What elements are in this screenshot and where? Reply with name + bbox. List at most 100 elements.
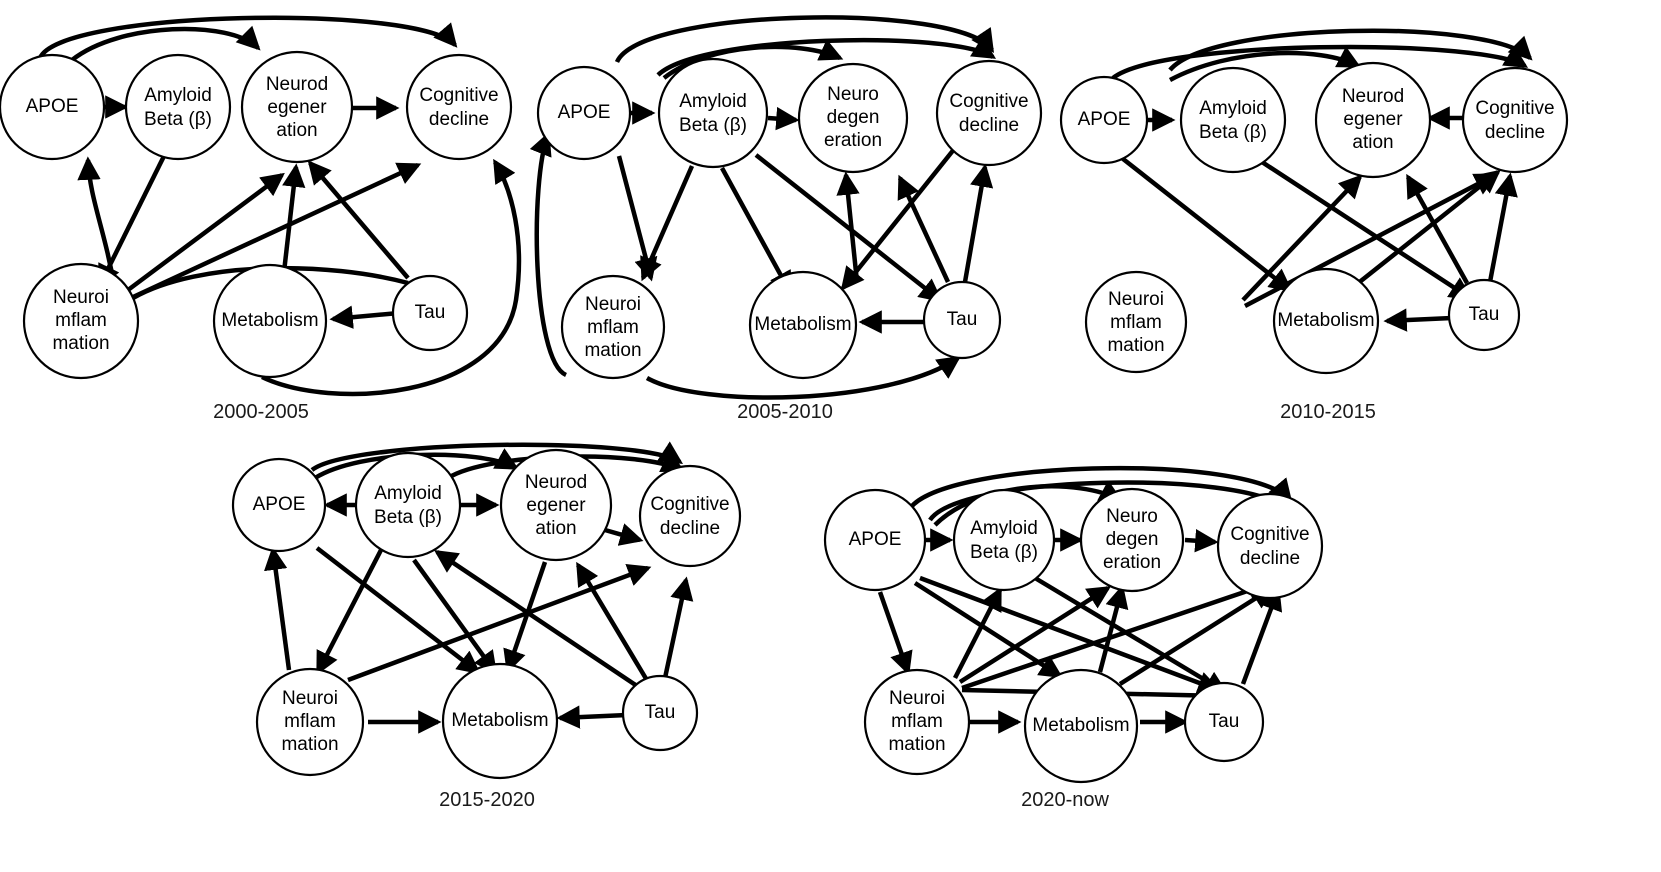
edge-abeta-neurodeg	[767, 106, 800, 131]
edge-neuroinf-cognitive	[961, 579, 1272, 691]
edge-apoe-cognitive	[37, 15, 458, 60]
edge-neuroinf-cognitive	[1243, 173, 1499, 308]
node-apoe[interactable]: APOE	[823, 488, 927, 592]
edge-metabolism-neurodeg	[1097, 584, 1129, 673]
panel-2010-2015: APOE Amyloid Beta (β) Neurod egener atio…	[1059, 28, 1569, 423]
edge-abeta-metabolism	[412, 558, 498, 675]
edge-neuroinf-neurodeg	[126, 172, 285, 292]
panel-2005-2010: APOE Amyloid Beta (β) Neuro degen eratio…	[529, 15, 1043, 423]
edge-neuroinf-apoe	[264, 546, 292, 671]
panel-2000-2005: APOE Amyloid Beta (β) Neurod egener atio…	[0, 15, 522, 423]
edge-neuroinf-tau	[645, 355, 961, 400]
node-neuroinf[interactable]: Neuroi mflam mation	[255, 667, 365, 777]
edge-cognitive-metabolism	[840, 146, 957, 291]
edge-tau-neurodeg	[576, 561, 650, 684]
node-neurodeg[interactable]: Neuro degen eration	[1079, 487, 1185, 593]
node-neuroinf[interactable]: Neuroi mflam mation	[560, 274, 666, 380]
edge-abeta-tau	[754, 153, 943, 303]
edge-tau-neurodeg	[307, 160, 410, 280]
node-metabolism[interactable]: Metabolism	[212, 263, 328, 379]
panel-2015-2020: APOE Amyloid Beta (β) Neurod egener atio…	[231, 441, 742, 811]
edge-tau-abeta	[434, 549, 645, 692]
edge-neuroinf-neurodeg	[958, 586, 1112, 684]
edge-tau-cognitive	[962, 163, 994, 283]
edge-abeta-tau	[1033, 576, 1229, 694]
node-apoe[interactable]: APOE	[0, 53, 106, 161]
node-neuroinf[interactable]: Neuroi mflam mation	[22, 262, 140, 380]
edge-left-return-apoe	[529, 131, 568, 378]
node-tau[interactable]: Tau	[1183, 681, 1265, 763]
edge-tau-metabolism	[329, 305, 400, 329]
edge-apoe-neuroinf	[616, 155, 658, 282]
node-metabolism[interactable]: Metabolism	[1272, 267, 1380, 375]
edge-tau-cognitive	[1487, 172, 1518, 283]
edge-abeta-tau	[1260, 160, 1474, 300]
edge-apoe-cognitive	[905, 465, 1293, 514]
edge-apoe-metabolism	[1116, 153, 1293, 293]
node-neuroinf[interactable]: Neuroi mflam mation	[863, 668, 971, 776]
edge-apoe-neurodeg	[70, 25, 261, 62]
nodes-2015-2020: APOE Amyloid Beta (β) Neurod egener atio…	[231, 448, 742, 780]
panel-caption-2020-now: 2020-now	[1021, 789, 1109, 811]
node-apoe[interactable]: APOE	[536, 65, 632, 161]
edge-neurodeg-metabolism	[503, 561, 548, 674]
edge-apoe-neurodeg	[662, 39, 844, 80]
node-abeta[interactable]: Amyloid Beta (β)	[354, 451, 462, 559]
edge-neurodeg-cognitive	[1184, 529, 1219, 553]
edge-tau-metabolism	[1383, 308, 1453, 332]
edge-apoe-tau	[919, 575, 1222, 694]
nodes-2005-2010: APOE Amyloid Beta (β) Neuro degen eratio…	[536, 57, 1043, 380]
edge-neuroinf-apoe	[77, 156, 118, 291]
node-apoe[interactable]: APOE	[1059, 75, 1149, 165]
edge-abeta-metabolism	[720, 166, 792, 296]
edge-abeta-neuroinf	[640, 165, 695, 282]
node-neurodeg[interactable]: Neuro degen eration	[797, 62, 909, 174]
edge-tau-neurodeg	[1406, 173, 1469, 285]
panel-2020-now: APOE Amyloid Beta (β) Neuro degen eratio…	[823, 465, 1324, 811]
edges-2000-2005	[37, 15, 522, 397]
edge-apoe-metabolism	[315, 546, 481, 675]
node-abeta[interactable]: Amyloid Beta (β)	[124, 53, 232, 161]
edge-metabolism-cognitive-loop	[261, 158, 522, 397]
edge-neuroinf-neurodeg	[1241, 174, 1363, 302]
edge-tau-cognitive	[662, 576, 694, 679]
edge-apoe-cognitive	[310, 441, 684, 472]
panel-caption-2010-2015: 2010-2015	[1280, 401, 1376, 423]
edges-2005-2010	[529, 15, 997, 400]
edge-apoe-neurodeg	[933, 480, 1124, 527]
panel-caption-2005-2010: 2005-2010	[737, 401, 833, 423]
node-cognitive[interactable]: Cognitive decline	[1461, 66, 1569, 174]
node-tau[interactable]: Tau	[1447, 278, 1521, 352]
panel-caption-2000-2005: 2000-2005	[213, 401, 309, 423]
node-cognitive[interactable]: Cognitive decline	[1216, 492, 1324, 600]
node-abeta[interactable]: Amyloid Beta (β)	[1179, 66, 1287, 174]
edge-neuroinf-abeta	[952, 586, 1003, 680]
node-cognitive[interactable]: Cognitive decline	[638, 464, 742, 568]
node-metabolism[interactable]: Metabolism	[748, 270, 858, 380]
edge-metabolism-neurodeg	[836, 171, 860, 283]
node-metabolism[interactable]: Metabolism	[1023, 668, 1139, 784]
node-tau[interactable]: Tau	[922, 280, 1002, 360]
node-metabolism[interactable]: Metabolism	[441, 662, 559, 780]
edge-apoe-cognitive-2	[1111, 44, 1529, 80]
edge-tau-metabolism	[556, 705, 628, 729]
nodes-2010-2015: APOE Amyloid Beta (β) Neurod egener atio…	[1059, 61, 1569, 375]
edges-2010-2015	[1111, 28, 1533, 332]
edge-apoe-neuroinf	[877, 591, 913, 676]
node-cognitive[interactable]: Cognitive decline	[405, 53, 513, 161]
node-neurodeg[interactable]: Neurod egener ation	[499, 448, 613, 562]
node-tau[interactable]: Tau	[391, 274, 469, 352]
edge-apoe-metabolism	[913, 581, 1064, 678]
edges-2020-now	[877, 465, 1293, 734]
edge-metabolism-cognitive	[1350, 169, 1501, 290]
node-abeta[interactable]: Amyloid Beta (β)	[657, 57, 769, 169]
edge-tau-neurodeg	[897, 174, 951, 283]
node-neurodeg[interactable]: Neurod egener ation	[1314, 61, 1432, 179]
node-tau[interactable]: Tau	[621, 674, 699, 752]
node-apoe[interactable]: APOE	[231, 457, 327, 553]
node-neuroinf[interactable]: Neuroi mflam mation	[1084, 270, 1188, 374]
node-abeta[interactable]: Amyloid Beta (β)	[952, 488, 1056, 592]
node-cognitive[interactable]: Cognitive decline	[935, 59, 1043, 167]
node-neurodeg[interactable]: Neurod egener ation	[240, 50, 354, 164]
